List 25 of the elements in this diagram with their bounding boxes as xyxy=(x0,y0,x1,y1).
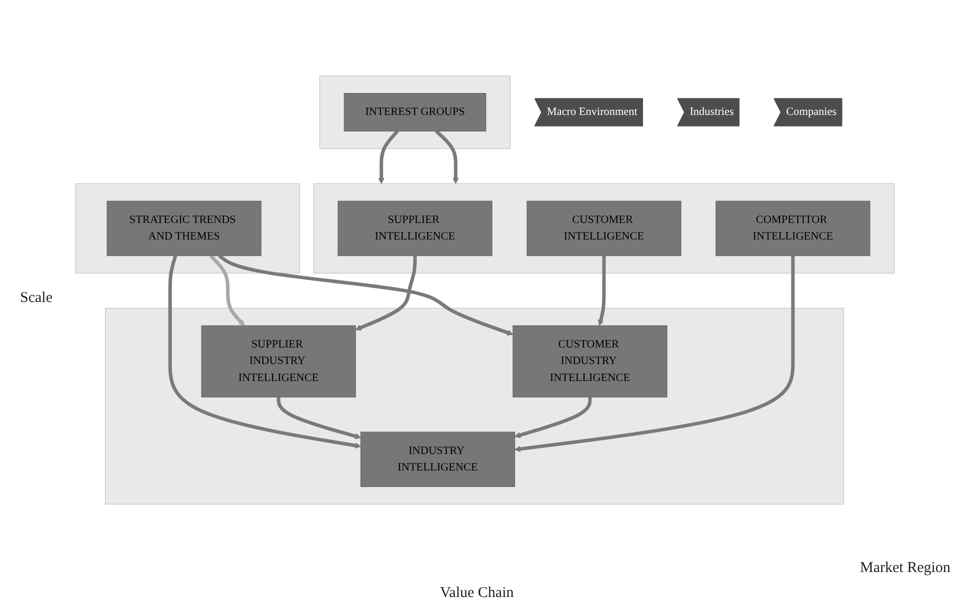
node-box: CUSTOMER INTELLIGENCE xyxy=(526,200,682,256)
arrow xyxy=(276,397,362,440)
node-box: SUPPLIER INTELLIGENCE xyxy=(338,200,492,256)
cluster xyxy=(319,76,511,149)
axis-label: Value Chain xyxy=(440,585,514,602)
arrow xyxy=(168,255,362,449)
axis-label: Market Region xyxy=(860,560,950,577)
arrow xyxy=(598,256,606,326)
node-box: INTEREST GROUPS xyxy=(344,93,486,132)
cluster xyxy=(313,183,895,274)
arrow xyxy=(514,397,592,438)
arrow xyxy=(378,130,399,184)
arrow xyxy=(218,254,514,336)
node-box: CUSTOMER INDUSTRY INTELLIGENCE xyxy=(512,325,668,398)
node-box: STRATEGIC TRENDS AND THEMES xyxy=(106,200,262,256)
arrow xyxy=(434,130,459,184)
arrow xyxy=(514,256,795,452)
cluster xyxy=(105,308,844,504)
arrow xyxy=(355,256,417,330)
axis-label: Scale xyxy=(20,290,52,307)
arrow xyxy=(209,254,245,326)
cluster xyxy=(75,183,300,274)
node-box: INDUSTRY INTELLIGENCE xyxy=(360,432,516,487)
node-box: SUPPLIER INDUSTRY INTELLIGENCE xyxy=(201,325,356,398)
node-box: COMPETITOR INTELLIGENCE xyxy=(716,200,870,256)
